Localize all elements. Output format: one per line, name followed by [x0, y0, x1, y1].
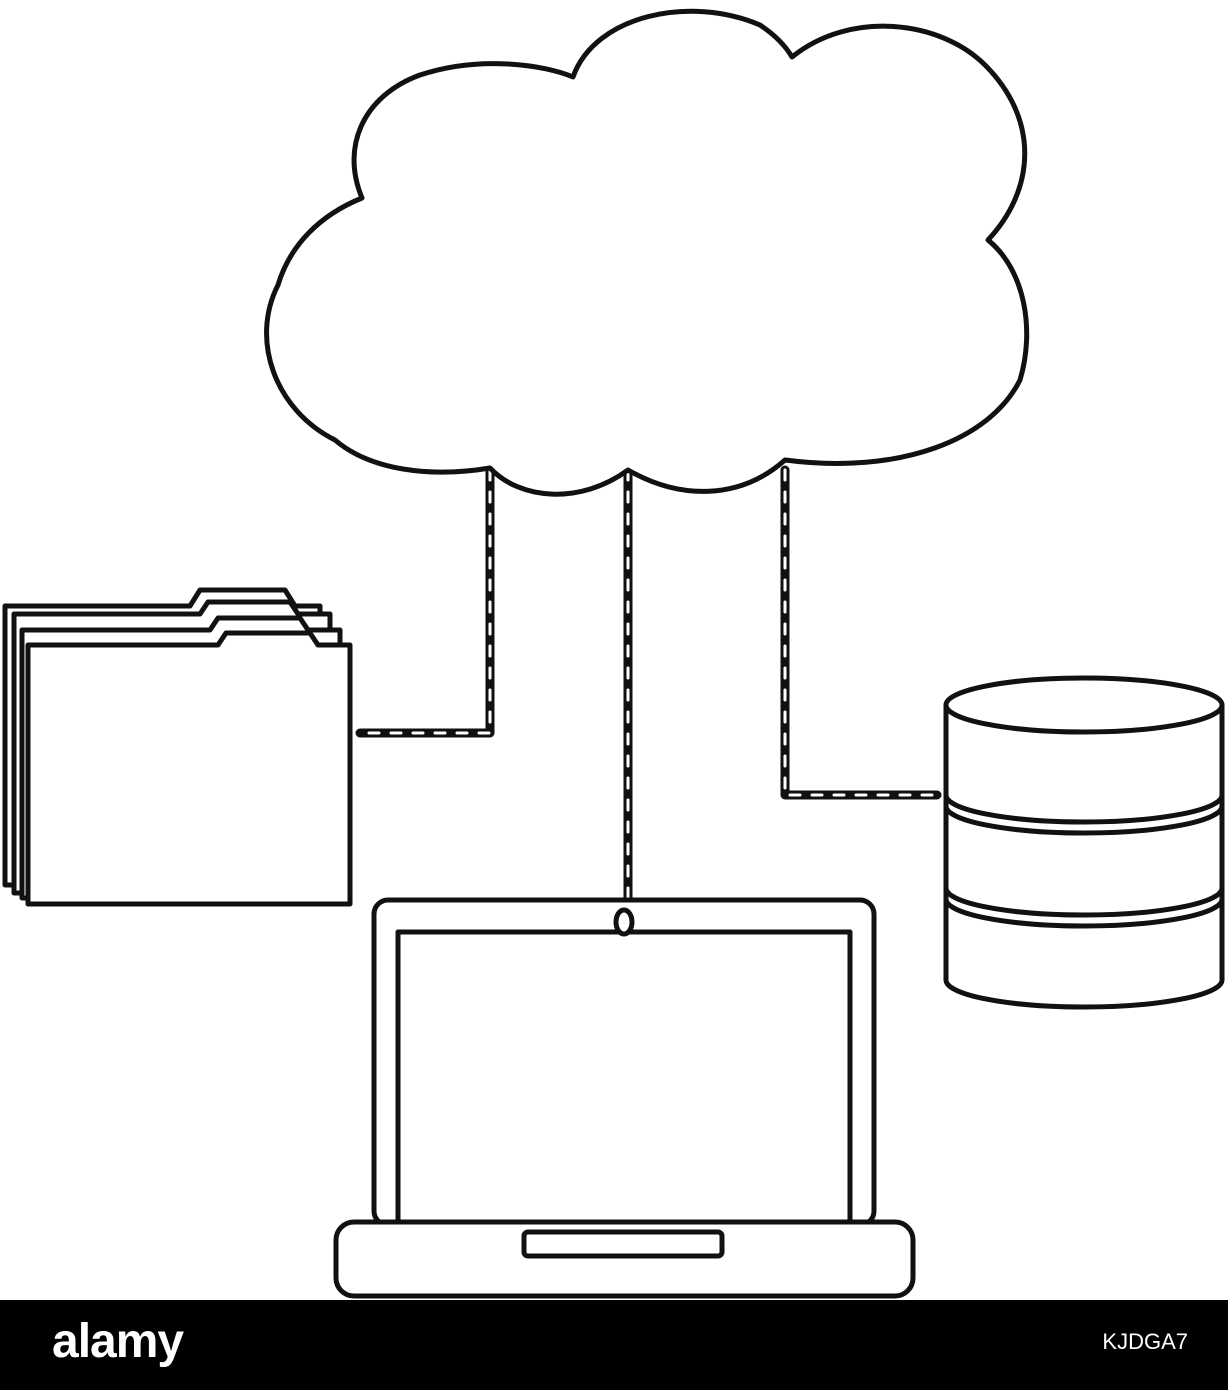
alamy-logo: alamy: [52, 1315, 184, 1368]
image-code: KJDGA7: [1102, 1329, 1188, 1354]
connector-cloud-database: [780, 465, 942, 800]
connector-cloud-folders: [355, 465, 495, 738]
database-icon: [943, 675, 1225, 1010]
cloud-icon: [264, 8, 1030, 497]
laptop-icon: [333, 897, 916, 1299]
watermark-bar: alamy KJDGA7: [0, 1300, 1228, 1390]
connector-plug: [613, 907, 635, 937]
cloud-network-diagram: [2, 8, 1225, 1299]
folder-stack-icon: [2, 587, 353, 907]
